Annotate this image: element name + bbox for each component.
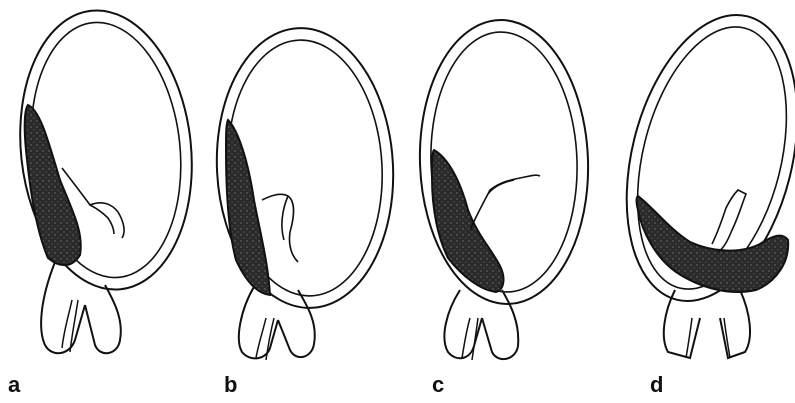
panel-label-a: a xyxy=(8,374,20,396)
cervix-a xyxy=(41,262,121,353)
placenta-c xyxy=(432,150,503,292)
panel-a xyxy=(7,2,205,353)
cervix-c xyxy=(444,290,518,359)
panel-label-c: c xyxy=(432,374,444,396)
panel-d xyxy=(599,0,795,358)
cord-b xyxy=(262,194,298,262)
cord-d xyxy=(712,190,746,252)
placenta-a xyxy=(25,105,81,265)
cord-c xyxy=(470,175,540,230)
panel-label-b: b xyxy=(224,374,237,396)
panel-b xyxy=(210,24,400,360)
panel-c xyxy=(415,17,593,360)
panel-label-d: d xyxy=(650,374,663,396)
placenta-b xyxy=(226,120,270,295)
